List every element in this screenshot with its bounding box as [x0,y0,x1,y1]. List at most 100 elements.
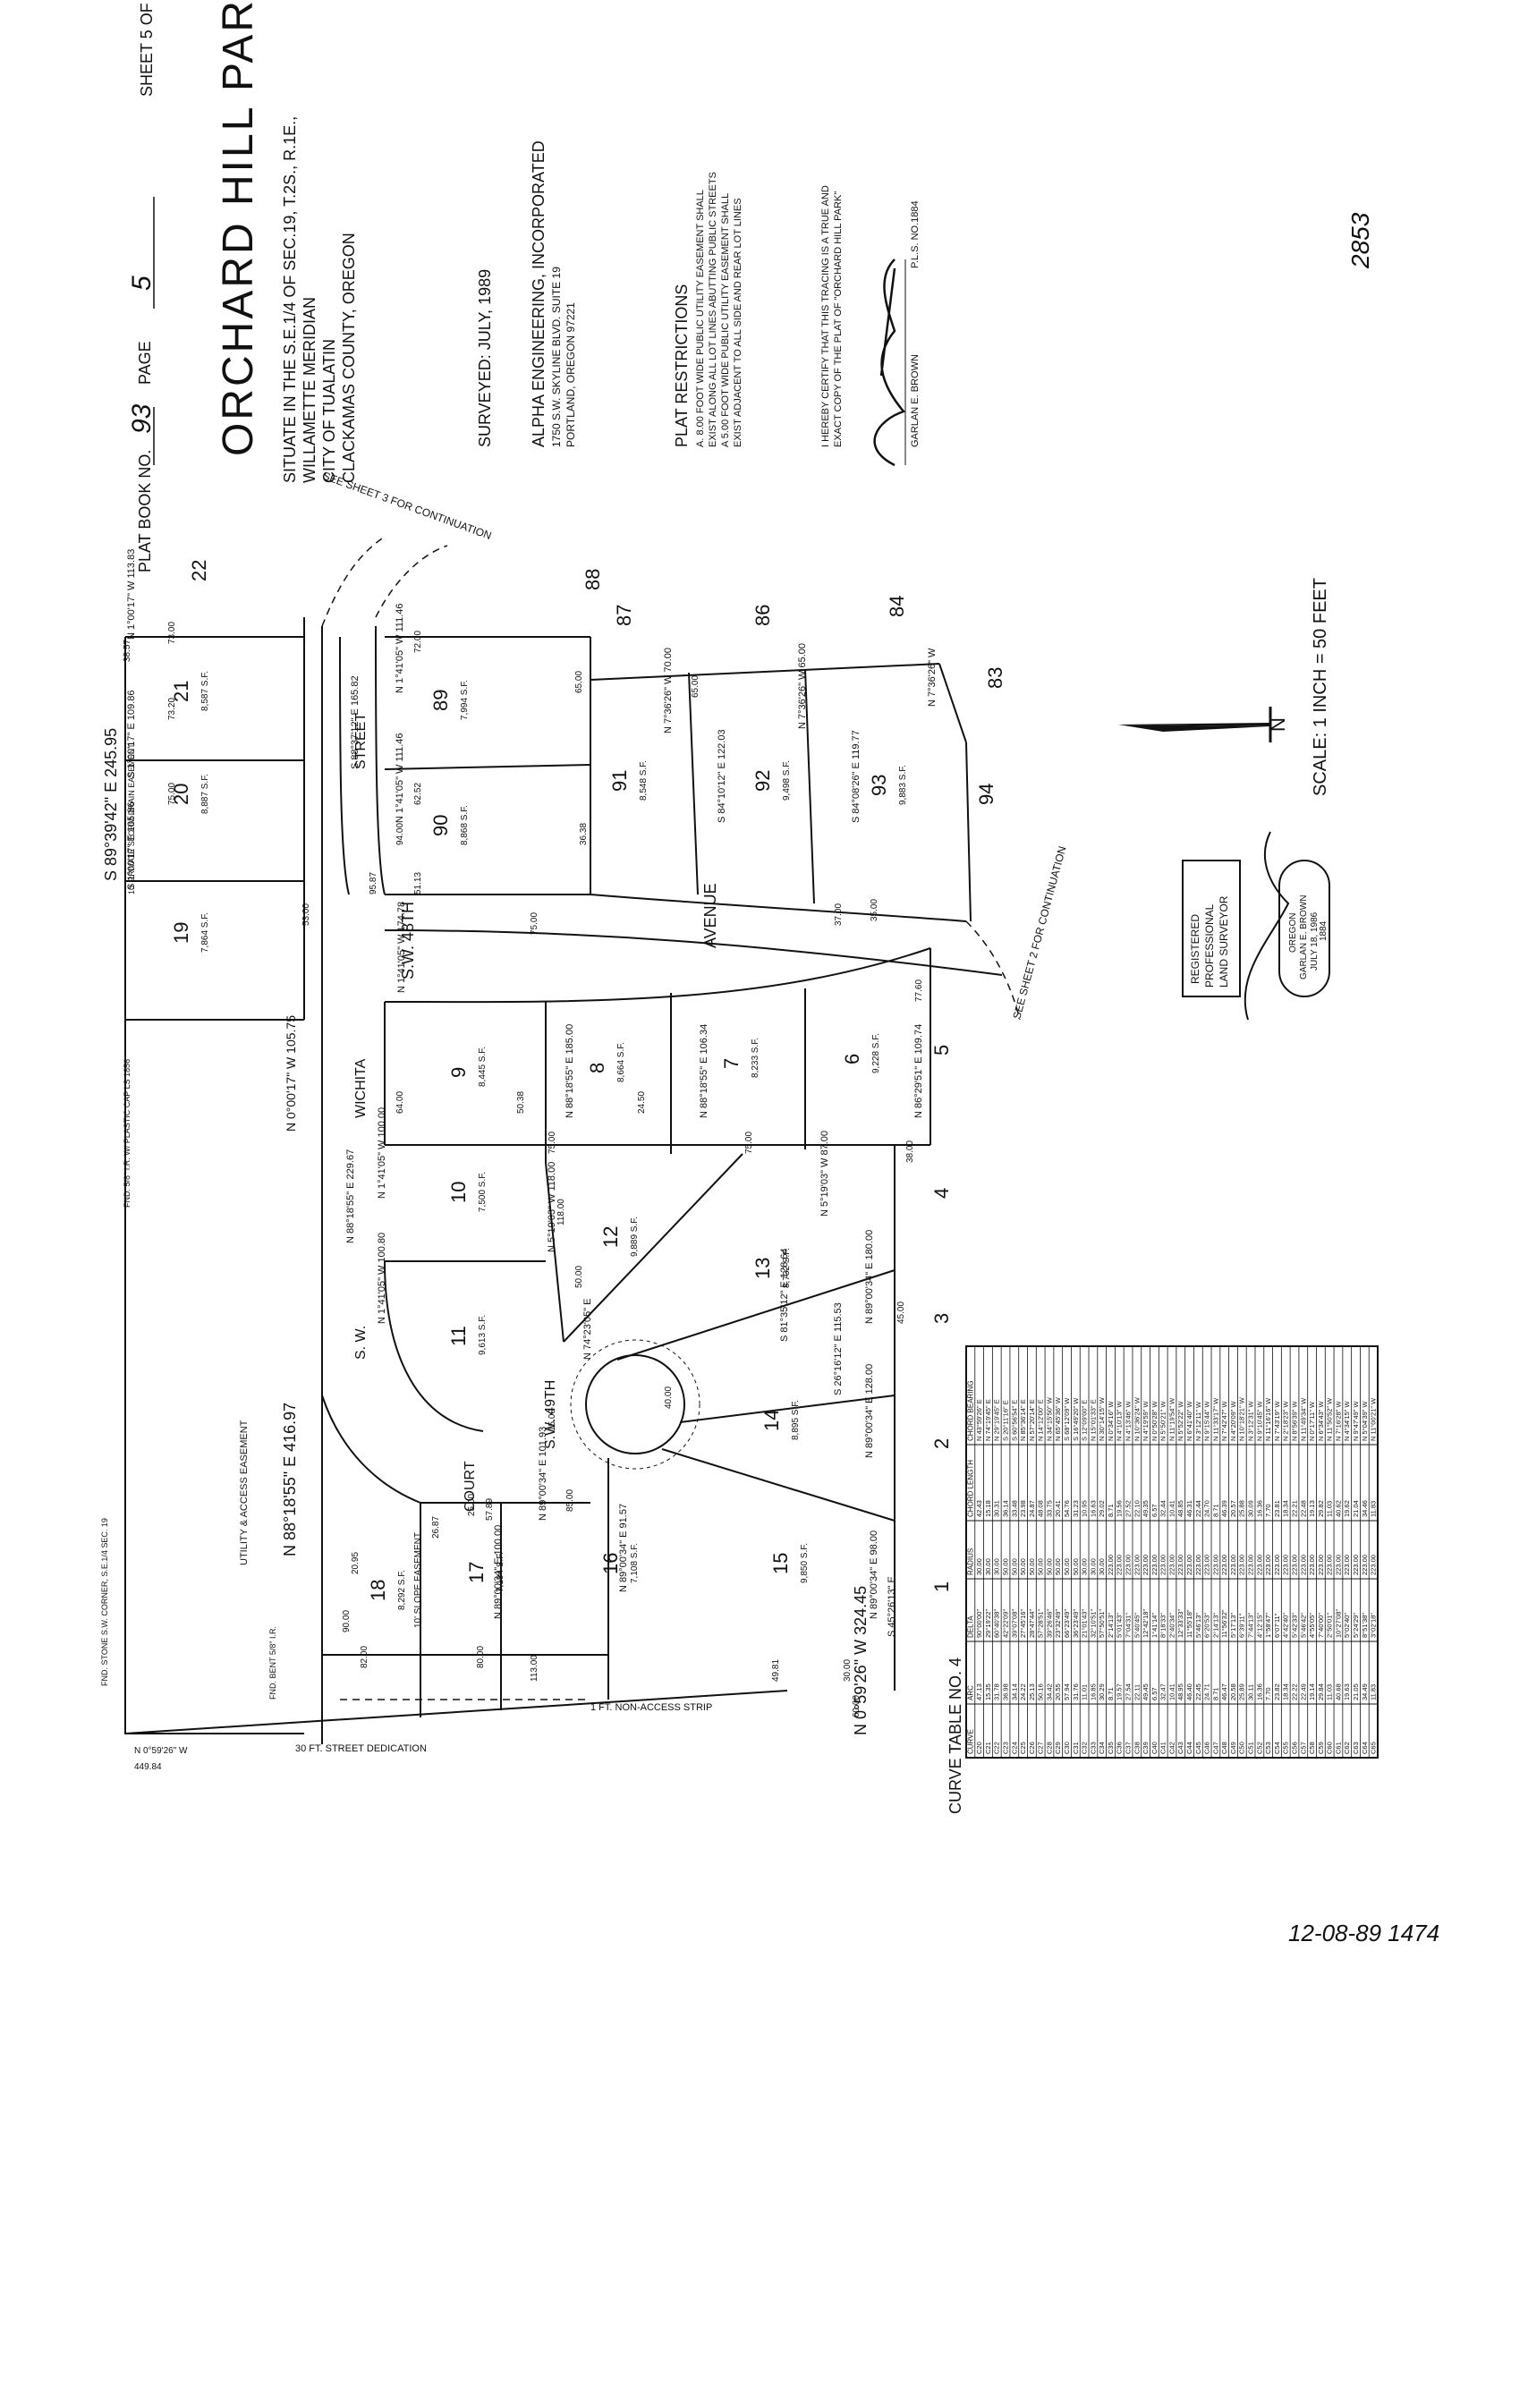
lot-number: 1 [930,1581,953,1592]
curve-table-cell: 34.49 [1361,1683,1369,1700]
curve-table-cell: 3°02'18" [1370,1613,1378,1638]
curve-table-cell: 8.71 [1107,1504,1115,1517]
dimension-value: 85.00 [565,1489,575,1512]
bearing-call: N 1°41'05" W 111.46 [395,733,405,824]
curve-table-cell: C47 [1211,1742,1219,1754]
curve-table-cell: S 60°56'54" E [1010,1400,1018,1441]
bearing-call: N 5°19'03" W 118.00 [547,1162,557,1252]
curve-table-cell: N 29°19'45" E [993,1399,1001,1441]
curve-table-cell: 18.34 [1282,1683,1290,1700]
curve-table-cell: C60 [1326,1742,1334,1754]
curve-table-cell: 5°46'42" [1299,1613,1307,1638]
curve-table: CURVE TABLE NO. 4 CURVEARCDELTARADIUSCHO… [947,1345,1379,1814]
curve-table-cell: 11.83 [1370,1684,1378,1700]
curve-table-cell: 20.57 [1229,1500,1237,1517]
curve-table-cell: C53 [1264,1742,1272,1754]
curve-table-cell: N 9°47'49" W [1352,1400,1360,1441]
lot-number: 10 [447,1182,470,1203]
bearing-call: S 45°26'13" E [887,1576,897,1637]
curve-table-cell: 36°23'49" [1072,1609,1080,1638]
street-street: STREET [353,713,369,769]
bearing-call: N 1°00'17" W 113.83 [126,549,137,640]
lot-area: 9,850 S.F. [800,1543,810,1583]
plat-book-label: PLAT BOOK NO. [136,450,154,572]
street-court: COURT [463,1461,478,1512]
curve-table-cell: 15.35 [984,1683,992,1700]
curve-table-cell: N 14°12'00" E [1037,1399,1045,1441]
curve-table-cell: 223.00 [1238,1555,1246,1575]
dimension-value: 80.00 [476,1646,486,1668]
curve-table-cell: 2°14'13" [1107,1613,1115,1638]
lot-number: 86 [751,605,774,626]
scale-label: SCALE: 1 INCH = 50 FEET [1311,578,1330,796]
note-dedication: 30 FT. STREET DEDICATION [295,1743,427,1754]
curve-table-cell: 50.00 [1010,1558,1018,1575]
curve-table-cell: 223.00 [1167,1555,1176,1575]
pls-number: P.L.S. NO.1884 [910,200,921,268]
lot-area: 7,500 S.F. [478,1172,488,1212]
curve-table-cell: C41 [1159,1742,1167,1754]
bearing-call: N 86°29'51" E 109.74 [913,1024,924,1118]
bearing-call: N 1°41'05" W 111.46 [395,604,405,694]
curve-table-cell: 22.10 [1133,1500,1141,1517]
lot-area: 8,587 S.F. [200,671,210,711]
restrictions-title: PLAT RESTRICTIONS [673,284,691,447]
curve-table-cell: 6°39'11" [1238,1613,1246,1638]
plat-book-number: 93 [127,403,157,434]
curve-table-cell: C28 [1045,1742,1053,1754]
curve-table-cell: 223.00 [1326,1555,1334,1575]
curve-table-cell: 11.03 [1326,1501,1334,1517]
continuation-lines [321,536,1021,1700]
curve-table-cell: 1°58'47" [1264,1613,1272,1638]
curve-table-cell: 19.14 [1308,1683,1316,1700]
curve-table-cell: 22.48 [1299,1500,1307,1517]
curve-table-cell: 30.11 [1247,1684,1255,1700]
curve-table-cell: 57.94 [1063,1683,1071,1700]
bearing-call: S 26°16'12" E 115.53 [833,1302,844,1395]
curve-table-cell: N 11°50'52" W [1326,1397,1334,1441]
curve-table-cell: N 0°50'28" W [1150,1400,1159,1441]
curve-table-title: CURVE TABLE NO. 4 [947,1658,964,1814]
curve-table-cell: N 9°15'44" W [1203,1400,1211,1441]
curve-table-header: CHORD BEARING [966,1380,974,1441]
svg-text:LAND SURVEYOR: LAND SURVEYOR [1218,895,1230,988]
curve-table-cell: N 11°33'17" W [1211,1397,1219,1441]
bearing-call: N 7°36'26" W 70.00 [663,648,674,733]
certify-line-2: EXACT COPY OF THE PLAT OF "ORCHARD HILL … [833,191,844,447]
dimension-value: 65.00 [691,675,700,698]
lot-area: 9,613 S.F. [478,1315,488,1355]
lot-area: 9,883 S.F. [898,765,908,805]
curve-table-cell: 32°10'51" [1089,1609,1097,1638]
boundary-sw-tie: N 0°59'26" W [134,1746,188,1756]
curve-table-cell: 50.00 [1045,1558,1053,1575]
bearing-call: N 7°36'26" W 65.00 [797,643,808,729]
surveyor-stamp: REGISTERED PROFESSIONAL LAND SURVEYOR OR… [1182,831,1330,1021]
curve-table-cell: 48.95 [1176,1683,1184,1700]
curve-table-header: DELTA [966,1615,974,1638]
curve-table-frame [965,1345,1379,1759]
curve-table-cell: 16.36 [1255,1500,1263,1517]
curve-table-cell: 54.76 [1063,1500,1071,1517]
curve-table-cell: 27.52 [1125,1500,1133,1517]
lot-number: 3 [930,1313,953,1324]
curve-table-cell: 223.00 [1194,1555,1202,1575]
curve-table-cell: 36.98 [1001,1683,1009,1700]
curve-table-cell: C54 [1273,1742,1281,1754]
curve-table-cell: 31.78 [993,1683,1001,1700]
lot-area: 9,889 S.F. [630,1217,640,1257]
bearing-call: N 89°00'34" E 101.93 [538,1427,548,1521]
curve-table-cell: 223.00 [1290,1555,1298,1575]
curve-table-cell: C58 [1308,1742,1316,1754]
curve-table-cell: 29°19'22" [984,1609,992,1638]
note-utility-easement: UTILITY & ACCESS EASEMENT [239,1420,250,1565]
restriction-4: EXIST ADJACENT TO ALL SIDE AND REAR LOT … [733,198,743,447]
curve-table-cell: N 5°52'22" W [1176,1400,1184,1441]
curve-table-cell: 5°02'40" [1343,1613,1351,1638]
curve-table-cell: 22.11 [1133,1684,1141,1700]
lot-number: 94 [975,784,997,805]
bearing-call: N 88°18'55" E 229.67 [345,1149,356,1243]
curve-table-cell: N 85°36'14" E [1019,1399,1027,1441]
curve-table-cell: 8°51'38" [1361,1613,1369,1638]
dimension-value: 118.00 [556,1199,566,1225]
